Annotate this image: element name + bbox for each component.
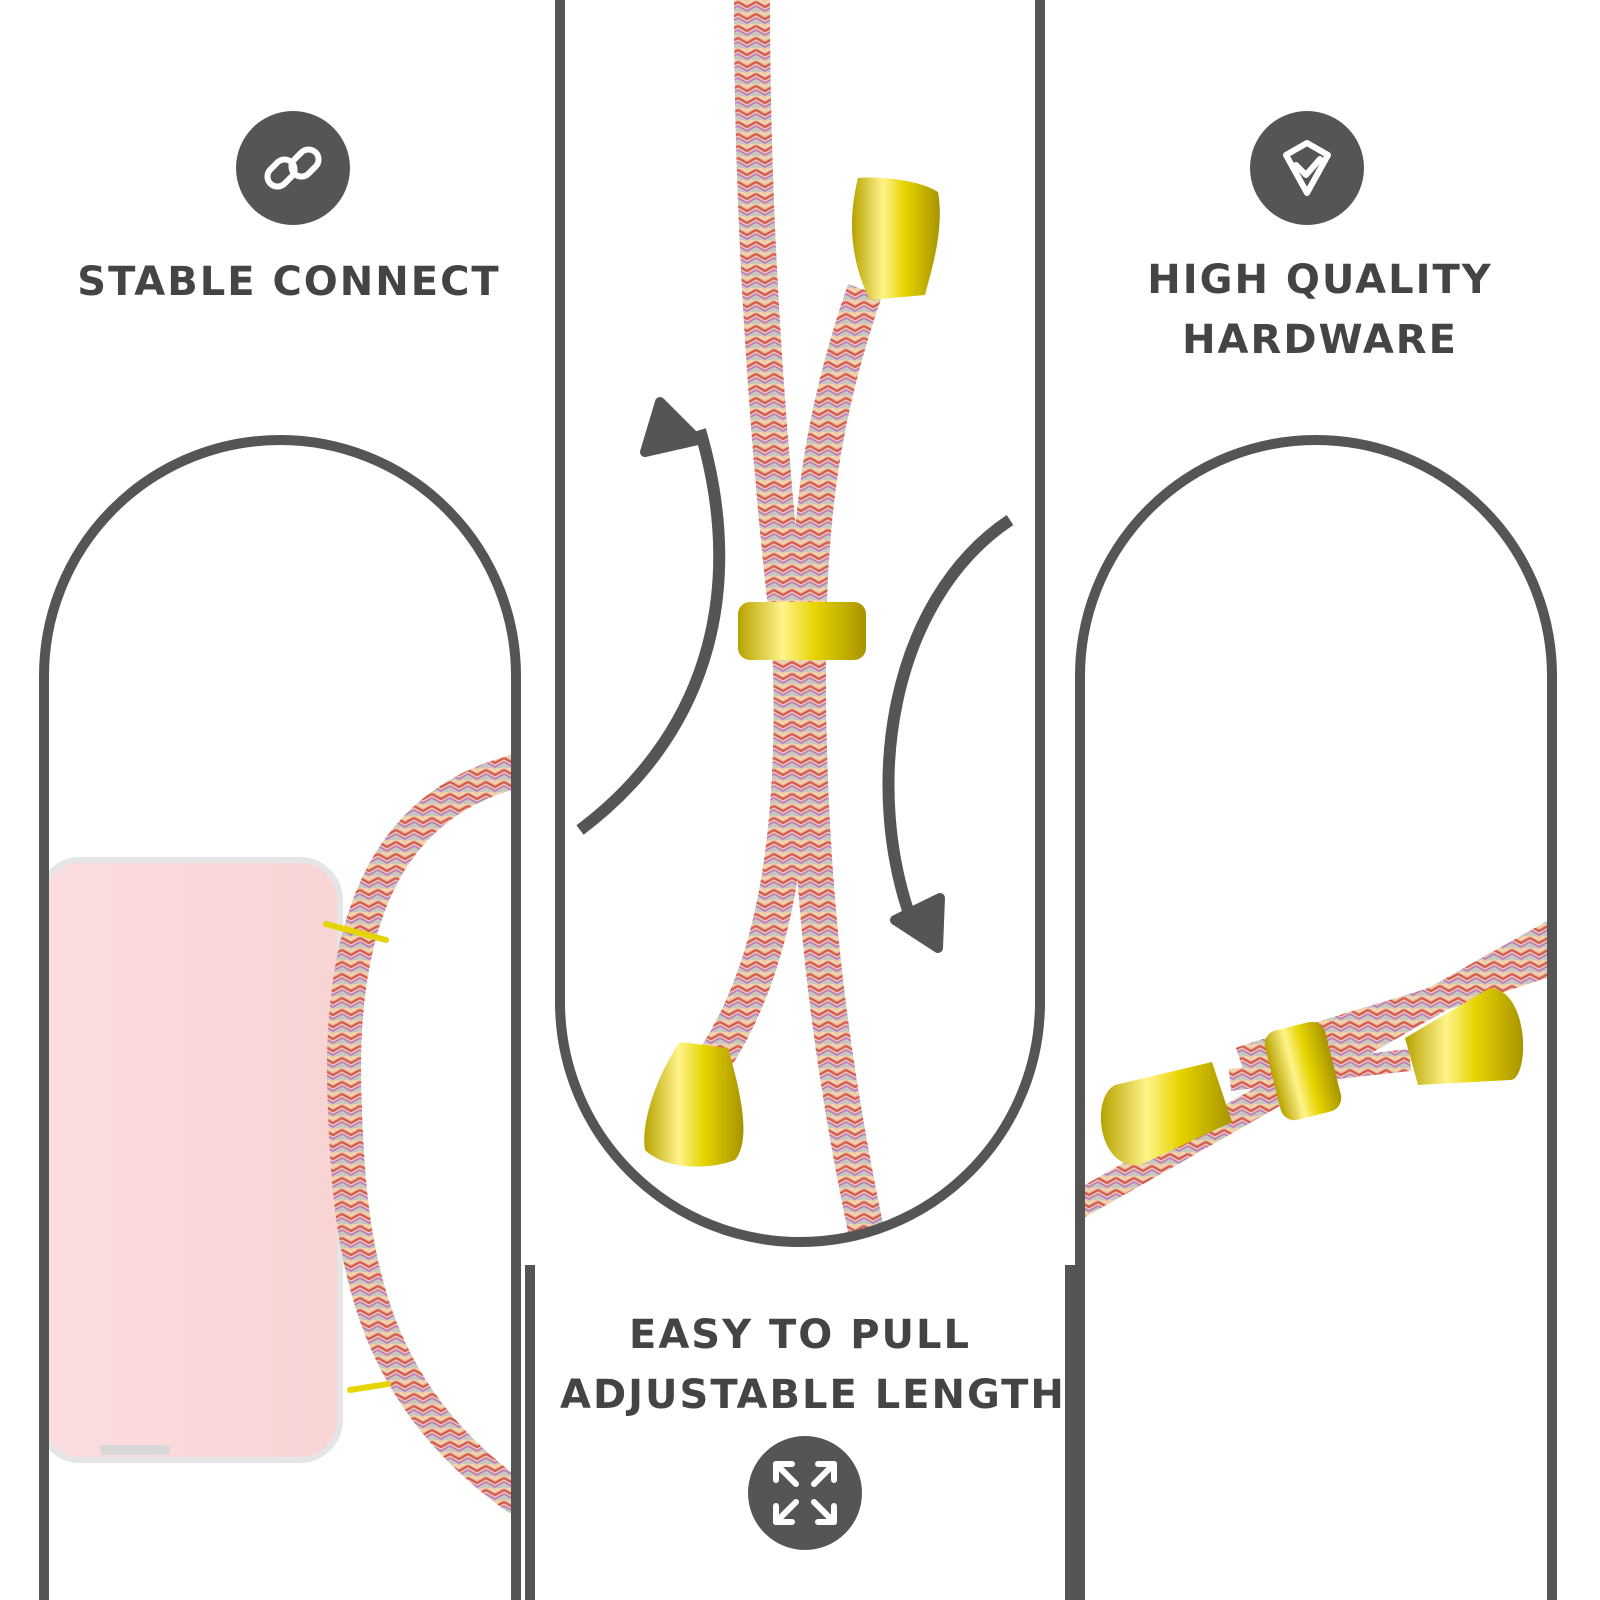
phone-case-image <box>44 857 343 1463</box>
gold-sliding-bead <box>738 602 866 660</box>
diamond-icon <box>1283 140 1331 196</box>
easy-pull-heading: EASY TO PULL ADJUSTABLE LENGTH <box>560 1305 1066 1425</box>
link-icon <box>264 146 322 190</box>
left-panel-phone-case <box>39 435 521 1600</box>
middle-panel-frame <box>555 0 1045 1247</box>
easy-pull-title-line1: EASY TO PULL <box>629 1312 971 1358</box>
expand-arrows-icon <box>773 1461 837 1525</box>
gold-end-cap <box>851 177 940 300</box>
high-quality-title-line1: HIGH QUALITY <box>1147 257 1493 303</box>
pull-up-arrow <box>576 428 726 835</box>
lanyard-cord <box>789 284 886 1242</box>
gold-end-cap <box>1100 1062 1232 1166</box>
high-quality-title-line2: HARDWARE <box>1182 317 1458 363</box>
left-panel-frame <box>39 435 521 1600</box>
middle-panel-adjustable-cord <box>525 0 1075 1600</box>
stable-connect-title: STABLE CONNECT <box>77 259 501 305</box>
gold-end-cap <box>1405 988 1524 1085</box>
right-panel-hardware <box>1075 435 1557 1600</box>
stable-connect-badge <box>236 111 350 225</box>
gold-ring <box>323 921 389 943</box>
lanyard-cord <box>327 753 516 1514</box>
stable-connect-heading: STABLE CONNECT <box>44 252 534 312</box>
gold-ring <box>347 1381 391 1393</box>
high-quality-heading: HIGH QUALITY HARDWARE <box>1080 250 1560 370</box>
high-quality-badge <box>1250 111 1364 225</box>
gold-end-cap <box>644 1042 744 1167</box>
easy-pull-title-line2: ADJUSTABLE LENGTH <box>560 1372 1066 1418</box>
easy-pull-badge <box>748 1436 862 1550</box>
gold-sliding-bead <box>1264 1021 1342 1121</box>
right-panel-frame <box>1075 435 1557 1600</box>
pull-down-arrow <box>882 515 1014 933</box>
